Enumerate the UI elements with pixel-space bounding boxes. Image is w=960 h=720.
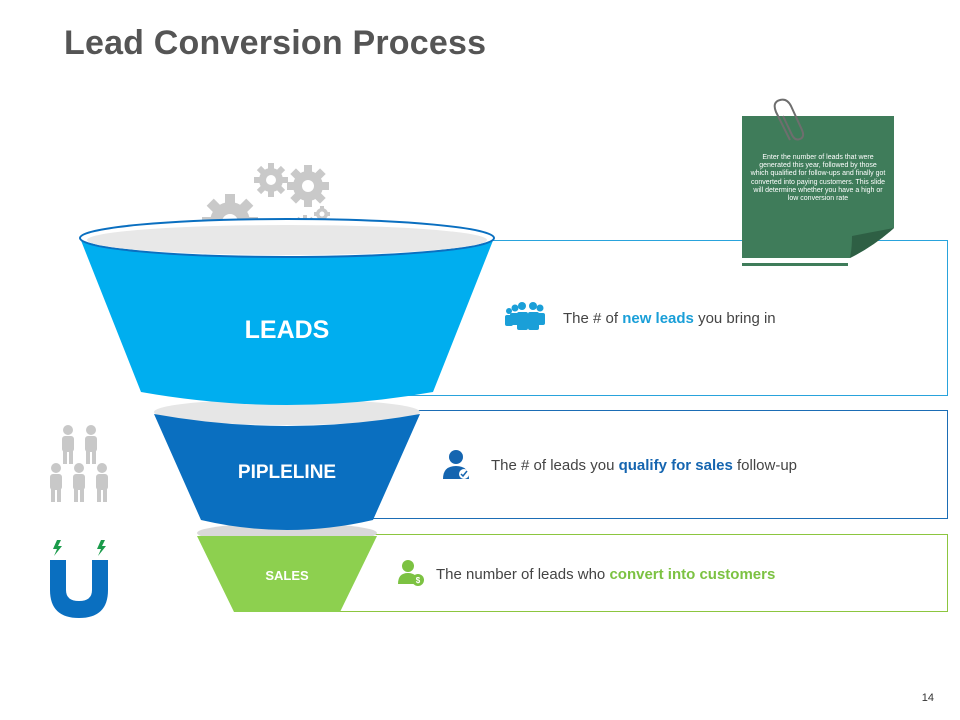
desc-text: The # of leads you — [491, 457, 619, 474]
desc-text: The # of — [563, 310, 623, 327]
desc-text: you bring in — [693, 310, 776, 327]
stage-desc-leads: The # of new leads you bring in — [563, 310, 776, 327]
stage-label-leads: LEADS — [244, 316, 330, 344]
person-dollar-icon: $ — [398, 560, 424, 586]
note-text: Enter the number of leads that were gene… — [750, 154, 886, 203]
funnel-stage-sales — [197, 523, 377, 612]
person-check-icon — [443, 450, 469, 479]
desc-text: The number of leads who — [436, 566, 610, 583]
funnel-stage-leads — [79, 218, 495, 405]
funnel-stage-pipeline — [154, 399, 420, 530]
desc-highlight: new leads — [622, 310, 694, 327]
desc-text: follow-up — [732, 457, 798, 474]
people-group-icon — [50, 425, 108, 502]
stage-label-pipeline: PIPLELINE — [237, 462, 337, 483]
desc-highlight: convert into customers — [609, 566, 776, 583]
magnet-icon — [50, 540, 108, 618]
group-icon — [505, 302, 545, 330]
stage-box-leads — [400, 240, 948, 396]
stage-box-pipeline — [370, 410, 948, 519]
stage-desc-sales: The number of leads who convert into cus… — [436, 566, 775, 583]
paperclip-icon — [773, 98, 805, 141]
page-number: 14 — [921, 692, 934, 704]
desc-highlight: qualify for sales — [618, 457, 733, 474]
stage-label-sales: SALES — [265, 568, 309, 583]
stage-desc-pipeline: The # of leads you qualify for sales fol… — [491, 457, 797, 474]
page-title: Lead Conversion Process — [64, 24, 487, 62]
stage-box-sales — [330, 534, 948, 612]
sticky-note — [742, 116, 894, 266]
svg-text:$: $ — [416, 576, 421, 585]
